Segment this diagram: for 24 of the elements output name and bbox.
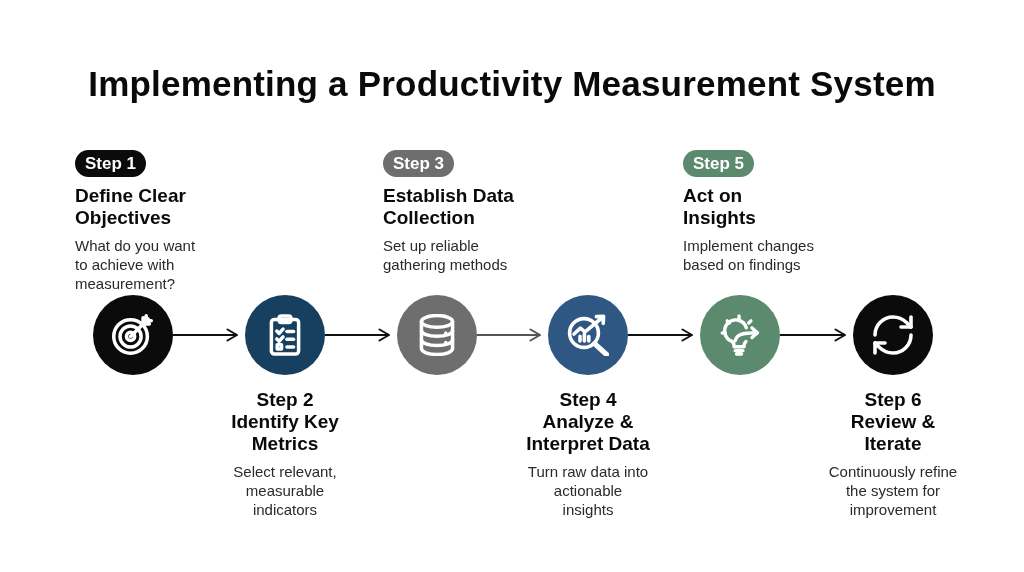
arrow xyxy=(779,328,846,342)
step-badge: Step 5 xyxy=(683,150,755,177)
step-title: Act on Insights xyxy=(683,185,757,229)
step-description: Turn raw data into actionable insights xyxy=(527,462,649,519)
step-title: Analyze & Interpret Data xyxy=(525,411,651,455)
step-description: Implement changes based on findings xyxy=(683,236,815,274)
diagram-title: Implementing a Productivity Measurement System xyxy=(88,63,936,105)
step-title: Identify Key Metrics xyxy=(230,411,340,455)
arrow xyxy=(627,328,693,342)
step-number: Step 4 xyxy=(559,389,617,411)
step-number: Step 2 xyxy=(256,389,314,411)
step-description: What do you want to achieve with measurement? xyxy=(75,236,197,293)
step-title: Define Clear Objectives xyxy=(75,185,187,229)
arrow xyxy=(476,328,541,342)
step-badge: Step 1 xyxy=(75,150,147,177)
step-description: Set up reliable gathering methods xyxy=(383,236,509,274)
step-number: Step 6 xyxy=(864,389,922,411)
arrow xyxy=(172,328,238,342)
step-badge: Step 3 xyxy=(383,150,455,177)
step-title: Establish Data Collection xyxy=(383,185,515,229)
step-description: Continuously refine the system for improvement xyxy=(827,462,959,519)
step-description: Select relevant, measurable indicators xyxy=(232,462,338,519)
arrow xyxy=(324,328,390,342)
step-title: Review & Iterate xyxy=(849,411,937,455)
